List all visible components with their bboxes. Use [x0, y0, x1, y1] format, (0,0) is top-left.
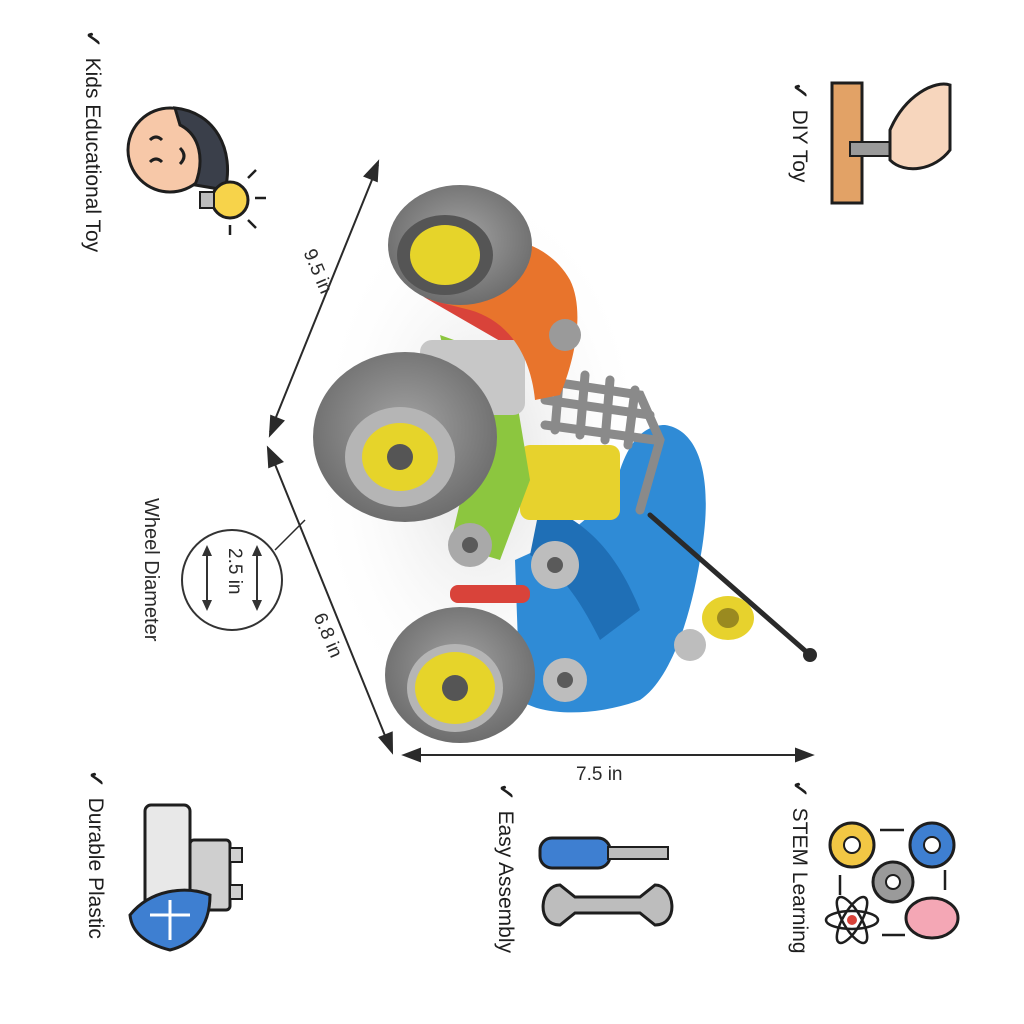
check-icon: ✓ [788, 82, 811, 100]
durable-block-icon [128, 803, 243, 952]
wheel-diameter-badge [181, 529, 283, 631]
blue-body-shade [530, 505, 640, 640]
wheel-diameter-value: 2.5 in [224, 548, 245, 595]
feature-stem: ✓STEM Learning [788, 780, 811, 954]
feature-diy: ✓DIY Toy [788, 82, 811, 183]
check-icon: ✓ [84, 770, 107, 788]
fender-bolt [549, 319, 581, 351]
check-icon: ✓ [494, 783, 517, 801]
wheel-diameter-label: Wheel Diameter [140, 498, 162, 642]
red-axle-bottom [450, 585, 530, 603]
check-icon: ✓ [788, 780, 811, 798]
check-icon: ✓ [81, 30, 104, 48]
tools-icon [538, 836, 674, 927]
antenna-tip [803, 648, 817, 662]
stem-gears-icon [824, 821, 960, 945]
kid-thinking-icon [126, 106, 266, 235]
feature-kids-educational: ✓Kids Educational Toy [81, 30, 104, 253]
dimension-height: 7.5 in [576, 764, 623, 785]
wheel-bottom [385, 607, 535, 743]
dimension-lines [266, 159, 815, 763]
feature-durable: ✓Durable Plastic [84, 770, 107, 939]
roll-cage [535, 365, 665, 515]
wheel-middle [313, 352, 497, 522]
antenna [647, 512, 813, 658]
diy-screw-icon [830, 81, 952, 205]
bolts [448, 523, 706, 702]
wheel-top [388, 185, 532, 305]
yellow-seat [520, 445, 620, 520]
feature-easy-assembly: ✓Easy Assembly [494, 783, 517, 953]
